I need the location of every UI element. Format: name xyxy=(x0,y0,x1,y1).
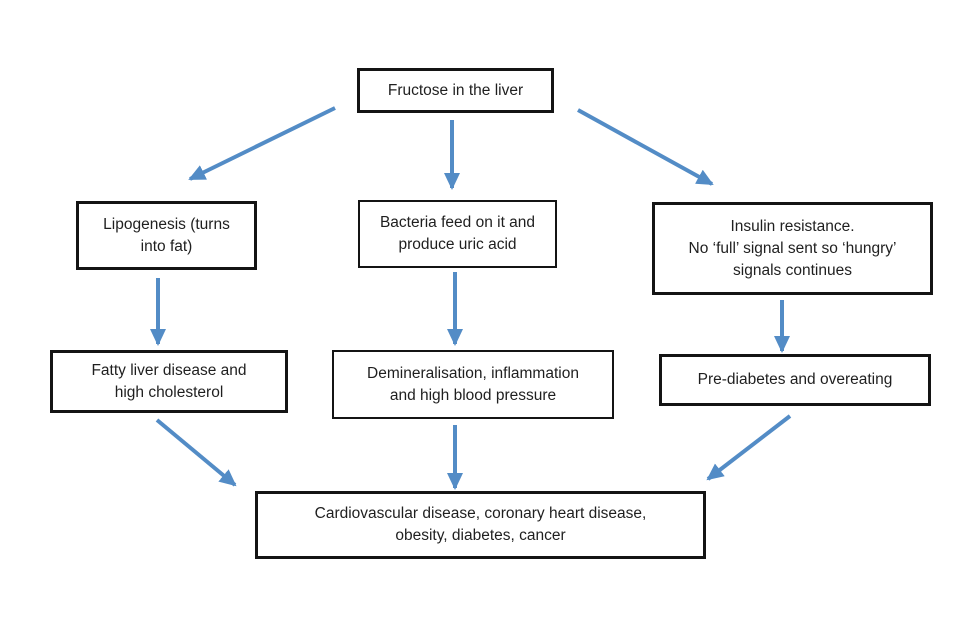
node-cardiovascular-disease: Cardiovascular disease, coronary heart d… xyxy=(255,491,706,559)
node-label: Fatty liver disease and high cholesterol xyxy=(91,361,247,401)
node-fructose-in-the-liver: Fructose in the liver xyxy=(357,68,554,113)
arrow-fructose-to-insulin xyxy=(577,108,714,186)
node-label: Pre-diabetes and overeating xyxy=(697,371,893,388)
arrow-fatty-liver-to-cardiovascular xyxy=(155,418,237,487)
arrow-fructose-to-lipogenesis xyxy=(188,106,336,181)
node-pre-diabetes: Pre-diabetes and overeating xyxy=(659,354,931,406)
node-insulin-resistance: Insulin resistance. No ‘full’ signal sen… xyxy=(652,202,933,295)
node-label: Insulin resistance. No ‘full’ signal sen… xyxy=(688,217,897,279)
node-label: Demineralisation, inflammation and high … xyxy=(367,364,579,404)
node-label: Fructose in the liver xyxy=(387,81,524,99)
node-fatty-liver-disease: Fatty liver disease and high cholesterol xyxy=(50,350,288,413)
node-lipogenesis: Lipogenesis (turns into fat) xyxy=(76,201,257,270)
node-bacteria-uric-acid: Bacteria feed on it and produce uric aci… xyxy=(358,200,557,268)
node-label: Lipogenesis (turns into fat) xyxy=(103,215,230,255)
arrow-prediabetes-to-cardiovascular xyxy=(706,414,792,481)
node-demineralisation: Demineralisation, inflammation and high … xyxy=(332,350,614,419)
node-label: Cardiovascular disease, coronary heart d… xyxy=(314,505,647,544)
node-label: Bacteria feed on it and produce uric aci… xyxy=(379,214,536,253)
